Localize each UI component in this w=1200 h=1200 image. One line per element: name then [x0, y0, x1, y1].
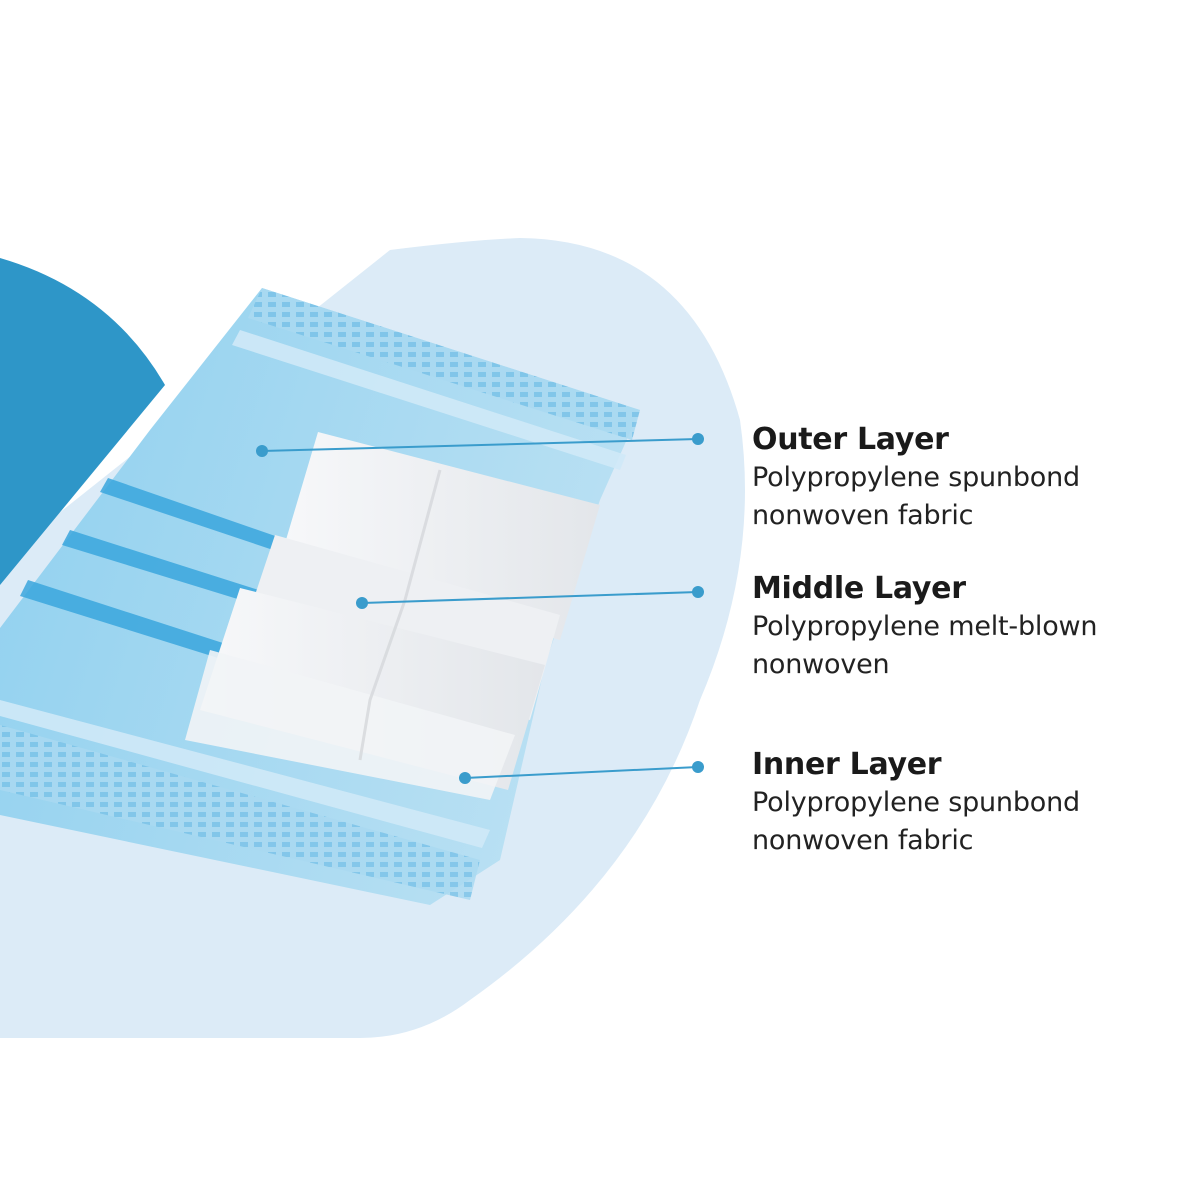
callout-middle — [356, 586, 704, 609]
middle-layer-label: Middle Layer Polypropylene melt-blown no… — [752, 570, 1182, 684]
bottom-stitch-band — [0, 725, 480, 900]
callout-dot-icon — [356, 597, 368, 609]
callout-inner — [459, 761, 704, 784]
accent-blue-shape — [0, 258, 165, 585]
inner-layer-label: Inner Layer Polypropylene spunbond nonwo… — [752, 746, 1182, 860]
pleat-3 — [20, 580, 260, 668]
white-layer-1 — [280, 432, 600, 640]
callout-dot-icon — [256, 445, 268, 457]
inner-layer-description: Polypropylene spunbond nonwoven fabric — [752, 787, 1080, 856]
callout-outer — [256, 433, 704, 457]
outer-layer-description: Polypropylene spunbond nonwoven fabric — [752, 462, 1080, 531]
outer-layer-title: Outer Layer — [752, 422, 949, 457]
callout-dot-icon — [692, 433, 704, 445]
callout-dot-icon — [692, 586, 704, 598]
callout-dot-icon — [459, 772, 471, 784]
pleat-2 — [62, 530, 290, 612]
top-stitch-band — [248, 288, 640, 440]
middle-layer-description: Polypropylene melt-blown nonwoven — [752, 611, 1098, 680]
white-layer-4 — [185, 650, 515, 800]
inner-layer-title: Inner Layer — [752, 747, 942, 782]
middle-layer-title: Middle Layer — [752, 571, 966, 606]
callout-dot-icon — [692, 761, 704, 773]
outer-layer-label: Outer Layer Polypropylene spunbond nonwo… — [752, 421, 1182, 535]
mask-illustration — [0, 288, 640, 905]
